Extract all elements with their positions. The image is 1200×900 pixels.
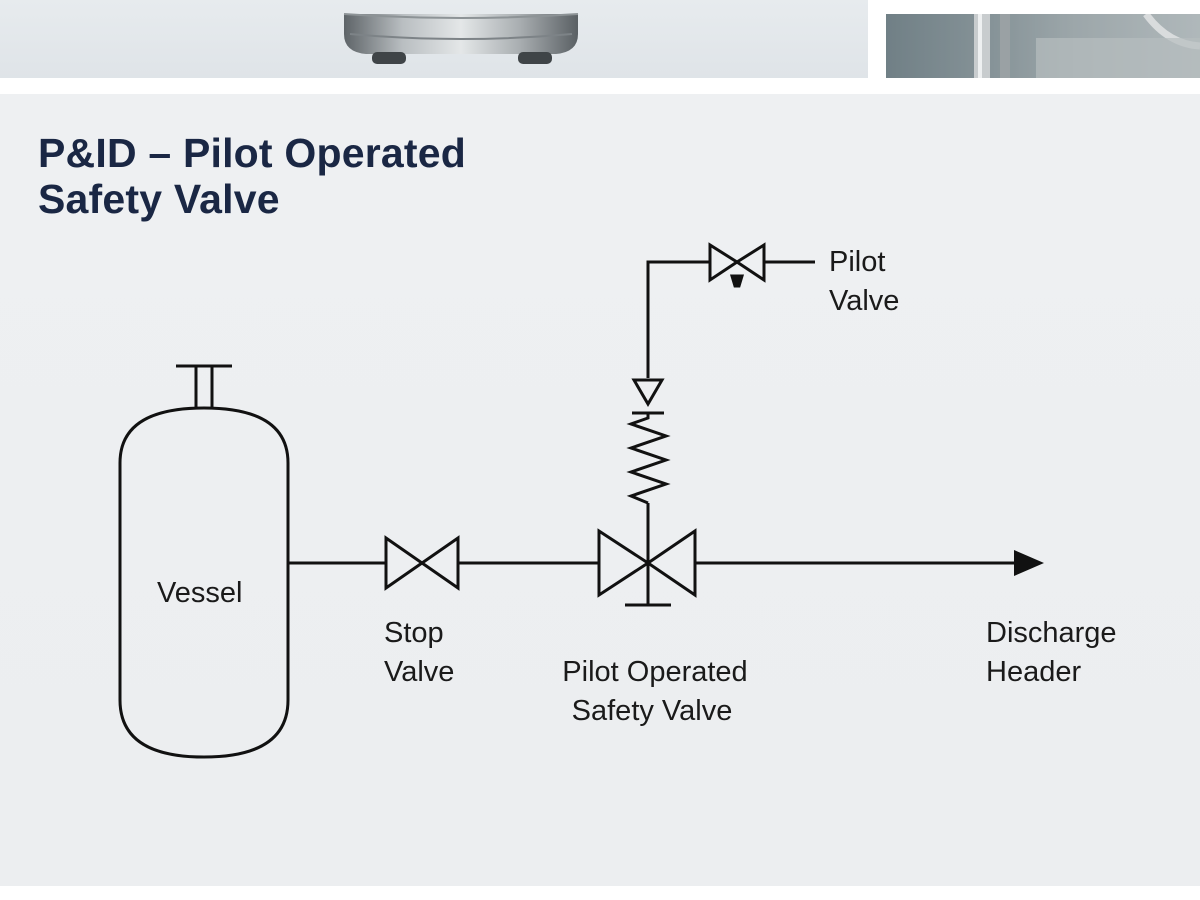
piping-photo-image	[886, 14, 1200, 78]
stop-valve-label-line-2: Valve	[384, 656, 454, 688]
title-line-1: P&ID – Pilot Operated	[38, 130, 466, 176]
pilot-line-arrow-icon	[631, 378, 665, 407]
discharge-header-label-line-2: Header	[986, 656, 1081, 688]
stop-valve-symbol	[384, 535, 460, 591]
safety-valve-label-line-1: Pilot Operated	[562, 656, 747, 688]
stop-valve-label-line-1: Stop	[384, 617, 444, 649]
title-line-2: Safety Valve	[38, 176, 280, 222]
pilot-operated-safety-valve-symbol	[597, 503, 697, 607]
diagram-panel	[0, 94, 1200, 886]
spring-symbol	[626, 413, 671, 505]
discharge-arrow-icon	[1014, 550, 1044, 576]
pilot-valve-label-line-1: Pilot	[829, 246, 885, 278]
vessel-symbol	[118, 364, 290, 759]
equipment-photo-right	[886, 14, 1200, 78]
pilot-valve-label-line-2: Valve	[829, 285, 899, 317]
safety-valve-label-line-2: Safety Valve	[572, 695, 733, 727]
diagram-title: P&ID – Pilot Operated Safety Valve	[38, 130, 558, 222]
pilot-valve-symbol	[708, 242, 815, 288]
tank-photo-image	[343, 13, 579, 64]
equipment-photo-left	[0, 0, 868, 78]
discharge-header-label-line-1: Discharge	[986, 617, 1117, 649]
vessel-label: Vessel	[157, 577, 242, 609]
pilot-sensing-line	[646, 260, 710, 378]
